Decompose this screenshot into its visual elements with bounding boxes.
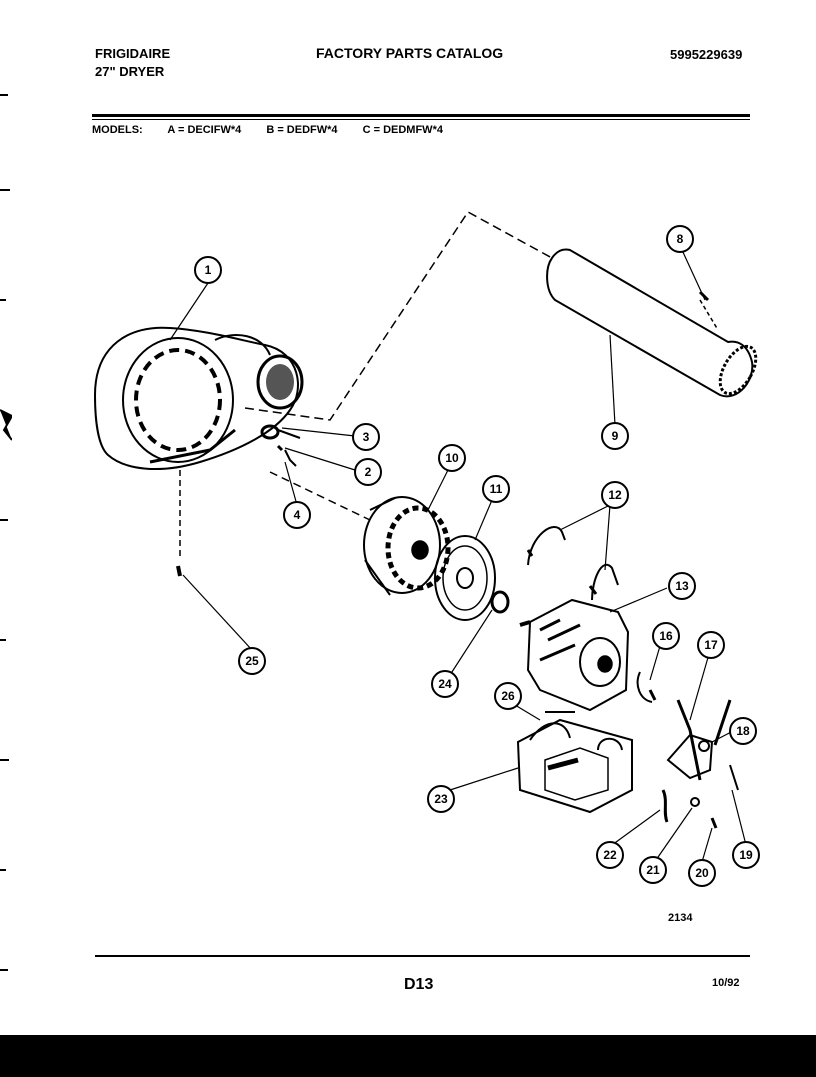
motor-clamps-part [526,526,619,601]
leader-lines [169,249,747,863]
models-row: MODELS: A = DECIFW*4 B = DEDFW*4 C = DED… [92,124,465,136]
motor-mount-part [516,718,633,814]
callout-10: 10 [438,444,466,472]
header-rule-thin [92,119,750,120]
svg-text:3: 3 [363,430,370,444]
svg-text:25: 25 [245,654,259,668]
screw-part [176,565,182,577]
exhaust-duct-part [546,248,758,398]
callout-2: 2 [354,458,382,486]
drawing-number: 2134 [668,912,693,924]
assembly-line-blower [269,471,371,521]
model-c: C = DEDMFW*4 [362,124,443,136]
callout-9: 9 [601,422,629,450]
svg-text:9: 9 [612,429,619,443]
svg-text:2: 2 [365,465,372,479]
svg-text:10: 10 [445,451,459,465]
catalog-page: FRIGIDAIRE 27" DRYER FACTORY PARTS CATAL… [0,0,816,1035]
seal-plate-part [434,535,496,621]
svg-text:21: 21 [646,863,660,877]
callout-16: 16 [652,622,680,650]
models-label: MODELS: [92,124,143,136]
callout-4: 4 [283,501,311,529]
model-a: A = DECIFW*4 [167,124,242,136]
header-rule [92,114,750,117]
svg-text:20: 20 [695,866,709,880]
spring-clip-part [636,671,653,703]
brand-name: FRIGIDAIRE [95,46,171,61]
svg-text:26: 26 [501,689,515,703]
idler-assembly-part [661,699,739,829]
blower-wheel-part [363,496,451,596]
drive-motor-part [519,598,630,712]
callouts: 1 3 2 4 8 9 10 11 12 13 16 17 18 19 20 2… [194,225,760,887]
callout-20: 20 [688,859,716,887]
callout-26: 26 [494,682,522,710]
svg-text:19: 19 [739,848,753,862]
callout-23: 23 [427,785,455,813]
callout-8: 8 [666,225,694,253]
svg-text:4: 4 [294,508,301,522]
callout-11: 11 [482,475,510,503]
scan-edge-marks [0,94,12,971]
svg-text:13: 13 [675,579,689,593]
callout-22: 22 [596,841,624,869]
mount-spring-part [529,711,575,741]
callout-25: 25 [238,647,266,675]
svg-text:16: 16 [659,629,673,643]
footer-rule [95,955,750,957]
svg-text:23: 23 [434,792,448,806]
callout-12: 12 [601,481,629,509]
svg-text:1: 1 [205,263,212,277]
catalog-part-number: 5995229639 [670,47,743,62]
svg-text:17: 17 [704,638,718,652]
exploded-parts-diagram: 1 3 2 4 8 9 10 11 12 13 16 17 18 19 20 2… [93,211,760,887]
product-name: 27" DRYER [95,64,165,79]
svg-text:12: 12 [608,488,622,502]
callout-13: 13 [668,572,696,600]
catalog-title: FACTORY PARTS CATALOG [316,45,504,61]
svg-text:18: 18 [736,724,750,738]
model-b: B = DEDFW*4 [266,124,338,136]
callout-17: 17 [697,631,725,659]
callout-18: 18 [729,717,757,745]
callout-24: 24 [431,670,459,698]
svg-text:11: 11 [490,482,503,496]
svg-text:24: 24 [438,677,452,691]
thermostat-parts [260,424,301,467]
svg-text:8: 8 [677,232,684,246]
callout-19: 19 [732,841,760,869]
callout-21: 21 [639,856,667,884]
page-code: D13 [404,976,434,993]
washer-part [490,590,510,614]
blower-housing-part [93,326,304,471]
callout-3: 3 [352,423,380,451]
svg-text:22: 22 [603,848,617,862]
callout-1: 1 [194,256,222,284]
date-code: 10/92 [712,977,740,989]
